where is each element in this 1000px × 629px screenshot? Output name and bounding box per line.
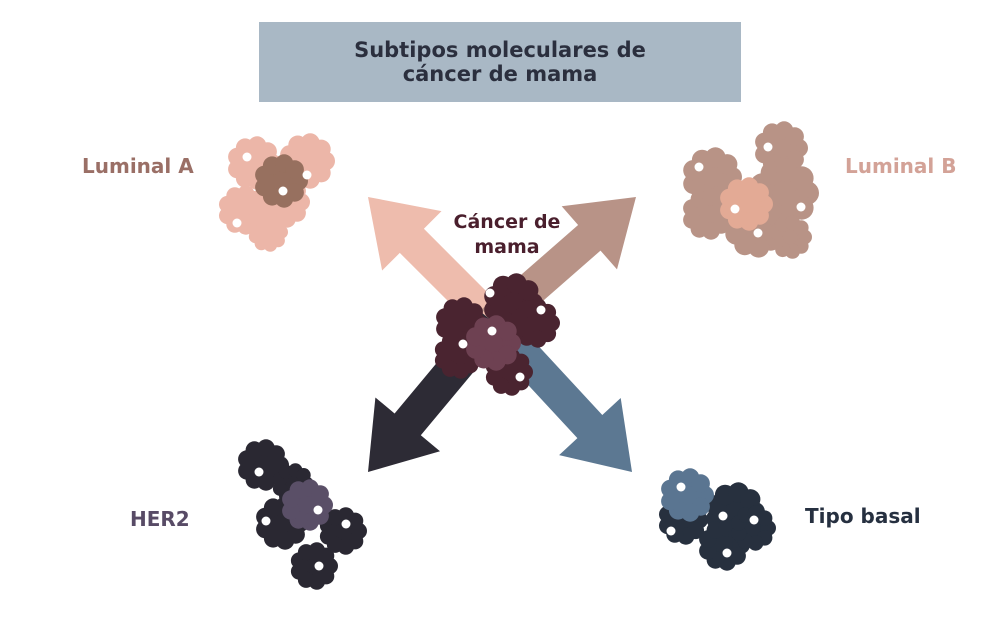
cell-nucleus-dot bbox=[749, 515, 759, 525]
cell-nucleus-dot bbox=[763, 142, 773, 152]
cell-nucleus-dot bbox=[458, 339, 468, 349]
cell-nucleus-dot bbox=[515, 372, 525, 382]
cell bbox=[319, 507, 367, 555]
cell-nucleus-dot bbox=[722, 548, 732, 558]
cell-nucleus-dot bbox=[718, 511, 728, 521]
cell-core bbox=[466, 315, 521, 371]
cell-nucleus-dot bbox=[753, 228, 763, 238]
cell-core bbox=[720, 177, 773, 231]
label-her2: HER2 bbox=[130, 507, 190, 531]
cell-nucleus-dot bbox=[341, 519, 351, 529]
cell bbox=[511, 298, 560, 348]
cell-nucleus-dot bbox=[302, 170, 312, 180]
cell-nucleus-dot bbox=[730, 204, 740, 214]
label-luminal-b: Luminal B bbox=[845, 154, 957, 178]
cell bbox=[755, 121, 808, 175]
cell-nucleus-dot bbox=[796, 202, 806, 212]
cell-nucleus-dot bbox=[536, 305, 546, 315]
cell-nucleus-dot bbox=[232, 218, 242, 228]
cell-nucleus-dot bbox=[694, 162, 704, 172]
cell-nucleus-dot bbox=[261, 516, 271, 526]
cell-nucleus-dot bbox=[666, 526, 676, 536]
cell bbox=[768, 215, 812, 259]
arrow-to-tipo-basal bbox=[480, 310, 632, 472]
cluster-luminal-a bbox=[219, 133, 335, 252]
cell-nucleus-dot bbox=[487, 326, 497, 336]
cell-nucleus-dot bbox=[254, 467, 264, 477]
cluster-luminal-b bbox=[683, 121, 819, 259]
center-label: Cáncer de mama bbox=[453, 211, 561, 258]
label-luminal-a: Luminal A bbox=[82, 154, 194, 178]
arrow-to-luminal-a bbox=[368, 197, 505, 334]
cell bbox=[730, 505, 776, 551]
cell-nucleus-dot bbox=[278, 186, 288, 196]
cell-clusters bbox=[219, 121, 819, 590]
cell-nucleus-dot bbox=[676, 482, 686, 492]
cell bbox=[238, 439, 290, 491]
cluster-tipo-basal bbox=[659, 468, 776, 571]
cell-nucleus-dot bbox=[242, 152, 252, 162]
cell-nucleus-dot bbox=[313, 505, 323, 515]
cluster-her2 bbox=[238, 439, 367, 590]
cell bbox=[248, 212, 289, 252]
cell-core bbox=[255, 154, 308, 208]
cell-nucleus-dot bbox=[314, 561, 324, 571]
cell bbox=[290, 542, 338, 590]
cluster-cancer-de-mama bbox=[434, 273, 560, 396]
diagram-title: Subtipos moleculares de cáncer de mama bbox=[354, 38, 646, 86]
title-banner: Subtipos moleculares de cáncer de mama bbox=[259, 22, 741, 102]
label-tipo-basal: Tipo basal bbox=[805, 504, 921, 528]
cell-nucleus-dot bbox=[485, 288, 495, 298]
